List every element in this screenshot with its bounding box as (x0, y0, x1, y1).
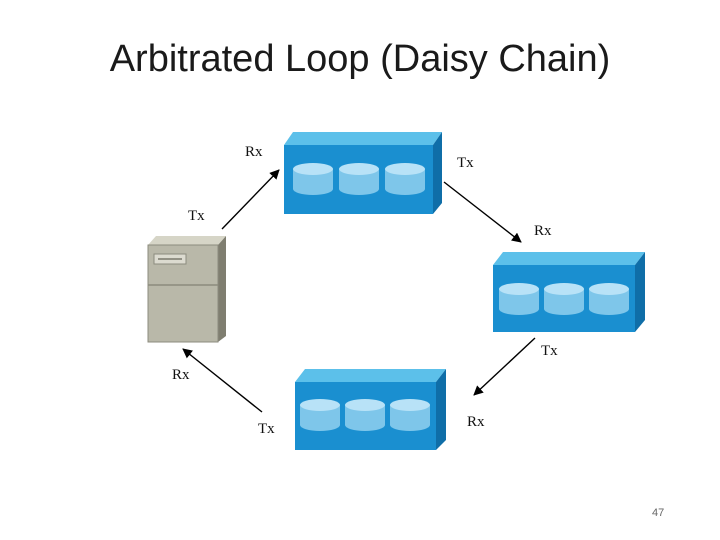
storage-right (493, 252, 645, 332)
label-top-tx: Tx (457, 155, 474, 171)
label-right-rx: Rx (534, 223, 552, 239)
label-right-tx: Tx (541, 343, 558, 359)
storage-top (284, 132, 442, 214)
link-bottom-to-server (182, 348, 263, 413)
disk-icon (499, 283, 539, 315)
page-title: Arbitrated Loop (Daisy Chain) (109, 38, 611, 80)
label-server-rx: Rx (172, 367, 190, 383)
page-number: 47 (652, 507, 665, 519)
disk-icon (339, 163, 379, 195)
server-icon (147, 236, 226, 343)
link-top-to-right (443, 181, 522, 243)
disk-icon (293, 163, 333, 195)
disk-icon (544, 283, 584, 315)
disk-icon (345, 399, 385, 431)
label-bottom-rx: Rx (467, 414, 485, 430)
disk-icon (385, 163, 425, 195)
label-bottom-tx: Tx (258, 421, 275, 437)
label-server-tx: Tx (188, 208, 205, 224)
link-right-to-bottom (473, 337, 536, 396)
link-server-to-top (221, 169, 280, 230)
disk-icon (390, 399, 430, 431)
label-top-rx: Rx (245, 144, 263, 160)
storage-bottom (295, 369, 446, 450)
disk-icon (589, 283, 629, 315)
disk-icon (300, 399, 340, 431)
